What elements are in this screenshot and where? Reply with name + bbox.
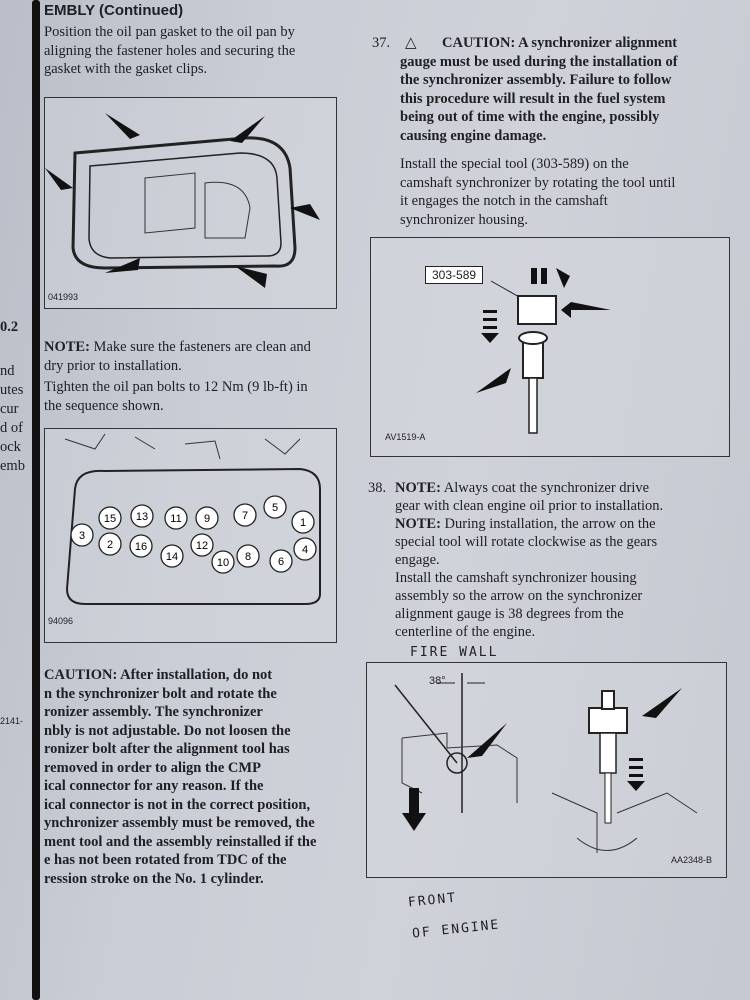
alignment-angle-drawing	[394, 673, 698, 853]
svg-text:12: 12	[196, 540, 208, 552]
step-gasket-text: Position the oil pan gasket to the oil p…	[44, 24, 296, 77]
oil-pan-gasket-figure: 041993	[44, 97, 337, 309]
tool-number-callout: 303-589	[425, 266, 484, 284]
bolt-callout-7: 7	[233, 503, 257, 527]
angle-label: 38°	[429, 675, 446, 687]
svg-text:15: 15	[104, 513, 116, 525]
caution-synchronizer-bolt: CAUTION: After installation, do not n th…	[44, 667, 317, 887]
bolt-callout-8: 8	[236, 544, 260, 568]
step-number: 37.	[372, 35, 391, 51]
note-fasteners: NOTE: Make sure the fasteners are clean …	[44, 339, 311, 374]
margin-fragments: 0.2	[0, 319, 19, 335]
synchronizer-alignment-figure: 38° AA2348-B	[366, 662, 727, 878]
binding-shadow	[32, 0, 40, 1000]
bolt-callout-1: 1	[291, 510, 315, 534]
bolt-callout-15: 15	[98, 506, 122, 530]
svg-text:1: 1	[300, 517, 306, 529]
bolt-callout-11: 11	[164, 506, 188, 530]
bolt-callout-13: 13	[130, 504, 154, 528]
figure-label: AA2348-B	[670, 855, 712, 865]
bolt-callout-10: 10	[211, 550, 235, 574]
bolt-callout-5: 5	[263, 495, 287, 519]
margin-fragments-list: nd utes cur d of ock emb	[0, 363, 25, 474]
bolt-callout-6: 6	[269, 549, 293, 573]
svg-text:13: 13	[136, 511, 148, 523]
step-number: 38.	[368, 480, 387, 496]
figure-label: AV1519-A	[385, 432, 426, 442]
section-header-fragment: EMBLY (Continued)	[44, 2, 184, 19]
handwritten-firewall: FIRE WALL	[410, 645, 499, 660]
step38-text: NOTE: Always coat the synchronizer drive…	[395, 480, 664, 640]
install-tool-text: Install the special tool (303-589) on th…	[400, 156, 676, 228]
svg-text:2: 2	[107, 539, 113, 551]
bolt-callout-16: 16	[129, 534, 153, 558]
caution-alignment-gauge: CAUTION: A synchronizer alignment gauge …	[400, 35, 678, 144]
bolt-callout-9: 9	[195, 506, 219, 530]
svg-text:10: 10	[217, 557, 229, 569]
synchronizer-tool-drawing	[476, 268, 611, 434]
handwritten-of-engine: OF ENGINE	[411, 917, 501, 942]
bolt-callout-14: 14	[160, 544, 184, 568]
svg-text:9: 9	[204, 513, 210, 525]
figure-label: 94096	[48, 616, 74, 626]
svg-text:11: 11	[170, 513, 181, 525]
bolt-callout-3: 3	[70, 523, 94, 547]
svg-text:4: 4	[302, 544, 308, 556]
special-tool-figure: 303-589 AV1519-A	[370, 237, 730, 457]
warning-triangle-icon: △	[405, 35, 417, 51]
oil-pan-drawing	[45, 113, 320, 288]
bolt-callout-4: 4	[293, 537, 317, 561]
figure-label: 041993	[48, 292, 79, 302]
bolt-callout-2: 2	[98, 532, 122, 556]
svg-text:16: 16	[135, 541, 147, 553]
svg-text:8: 8	[245, 551, 251, 563]
svg-text:14: 14	[166, 551, 178, 563]
tighten-instruction: Tighten the oil pan bolts to 12 Nm (9 lb…	[44, 379, 308, 414]
svg-text:7: 7	[242, 510, 248, 522]
svg-text:5: 5	[272, 502, 278, 514]
svg-text:3: 3	[79, 530, 85, 542]
handwritten-front: FRONT	[407, 890, 458, 911]
bolt-callout-12: 12	[190, 533, 214, 557]
margin-figure-label: 2141-	[0, 716, 24, 726]
svg-text:6: 6	[278, 556, 284, 568]
